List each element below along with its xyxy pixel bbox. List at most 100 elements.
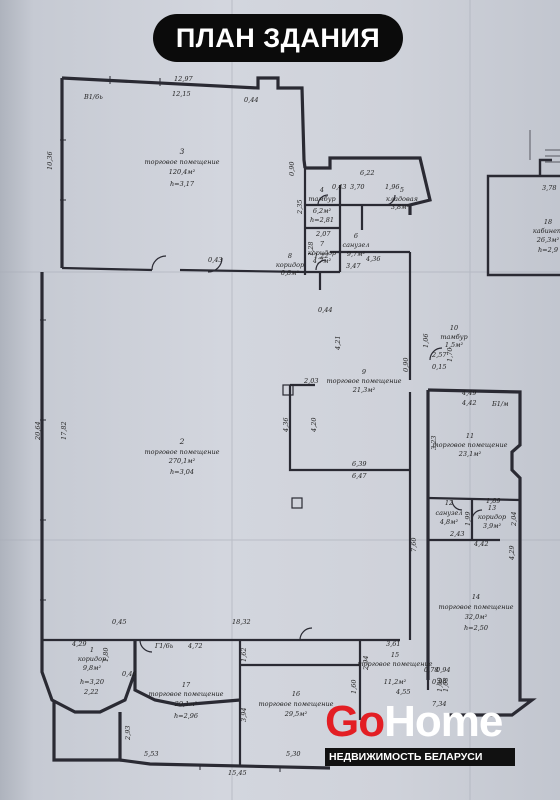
dim: 6,47 bbox=[352, 472, 367, 480]
dim: 17,82 bbox=[60, 421, 68, 440]
dim: 4,55 bbox=[395, 688, 410, 696]
room-1-area: 9,8м² bbox=[83, 664, 102, 672]
logo-wordmark: GoHome bbox=[325, 700, 515, 744]
room-2-height: h=3,04 bbox=[170, 468, 194, 476]
room-14-height: h=2,50 bbox=[464, 624, 488, 632]
dim: 3,78 bbox=[542, 184, 556, 192]
dim: 3,47 bbox=[346, 262, 361, 270]
dim: 2,35 bbox=[296, 200, 304, 215]
room-11-area: 23,1м² bbox=[458, 450, 482, 458]
room-3-area: 120,4м² bbox=[169, 168, 196, 176]
dim: 3,94 bbox=[240, 708, 248, 722]
room-15-area: 11,2м² bbox=[384, 678, 407, 686]
room-12-name: санузел bbox=[435, 509, 462, 517]
room-6-num: 6 bbox=[354, 232, 358, 240]
dim: 4,72 bbox=[187, 642, 202, 650]
room-9-area: 21,3м² bbox=[352, 386, 376, 394]
room-4-name: тамбур bbox=[308, 195, 336, 203]
room-10-area: 1,5м² bbox=[445, 341, 464, 349]
room-18-area: 26,3м² bbox=[536, 236, 560, 244]
room-1-name: коридор bbox=[78, 655, 107, 663]
dim: 6,22 bbox=[360, 169, 374, 177]
dim: 1,06 bbox=[422, 334, 430, 348]
room-6-area: 9,7м² bbox=[347, 250, 366, 258]
room-12-area: 4,8м² bbox=[439, 518, 459, 526]
room-8-area: 0,8м² bbox=[281, 269, 300, 277]
room-13-name: коридор bbox=[478, 513, 507, 521]
room-5-name: кладовая bbox=[386, 195, 418, 203]
dim: 4,29 bbox=[508, 546, 516, 561]
room-4-num: 4 bbox=[319, 186, 324, 194]
mark-b1: В1/6ь bbox=[83, 93, 103, 101]
dim: 15,45 bbox=[228, 769, 247, 777]
logo-subtitle: НЕДВИЖИМОСТЬ БЕЛАРУСИ bbox=[325, 748, 515, 766]
dim: 4,36 bbox=[365, 255, 380, 263]
logo-go: Go bbox=[325, 697, 385, 746]
dim: 3,23 bbox=[430, 436, 438, 450]
logo-home: Home bbox=[384, 697, 503, 746]
room-1-height: h=3,20 bbox=[80, 678, 104, 686]
dim: 18,32 bbox=[232, 618, 251, 626]
dim: 0,90 bbox=[402, 358, 410, 372]
room-18-name: кабинет bbox=[533, 227, 560, 235]
dim: 0,46 bbox=[122, 670, 136, 678]
dim: 2,93 bbox=[124, 726, 132, 741]
room-3-num: 3 bbox=[180, 147, 185, 156]
dim: 1,28 bbox=[307, 242, 315, 256]
room-8-num: 8 bbox=[288, 252, 292, 260]
dim: 1,00 bbox=[436, 678, 444, 692]
dim: 10,36 bbox=[46, 151, 54, 170]
dim: 2,03 bbox=[303, 377, 318, 385]
dim: 1,70 bbox=[446, 348, 454, 362]
room-15-num: 15 bbox=[391, 651, 399, 659]
dim: 1,89 bbox=[486, 497, 500, 505]
dim: 7,60 bbox=[410, 538, 418, 552]
room-10-num: 10 bbox=[450, 324, 458, 332]
dim: 1,96 bbox=[385, 183, 399, 191]
room-14-name: торговое помещение bbox=[438, 603, 513, 611]
dim: 1,60 bbox=[350, 680, 358, 694]
room-7-name: коридор bbox=[308, 249, 337, 257]
dim: 0,44 bbox=[318, 306, 332, 314]
room-17-num: 17 bbox=[182, 681, 191, 689]
room-18-height: h=2,9 bbox=[538, 246, 558, 254]
dim: 4,42 bbox=[461, 399, 476, 407]
dim: 0,94 bbox=[436, 666, 450, 674]
room-9-num: 9 bbox=[362, 368, 366, 376]
mark-b11: Б1/м bbox=[491, 400, 509, 408]
room-16-num: 16 bbox=[292, 690, 300, 698]
room-17-height: h=2,96 bbox=[174, 712, 198, 720]
dim: 1,80 bbox=[102, 648, 110, 662]
dim: 0,96 bbox=[432, 678, 446, 686]
dim: 2,04 bbox=[510, 512, 518, 527]
room-16-name: торговое помещение bbox=[258, 700, 333, 708]
gohome-logo: GoHome НЕДВИЖИМОСТЬ БЕЛАРУСИ bbox=[325, 700, 515, 766]
room-3-name: торговое помещение bbox=[144, 158, 219, 166]
dim: 5,53 bbox=[144, 750, 158, 758]
room-14-num: 14 bbox=[472, 593, 480, 601]
room-16-area: 29,5м² bbox=[284, 710, 308, 718]
dim: 7,34 bbox=[432, 700, 446, 708]
dim: 3,61 bbox=[386, 640, 400, 648]
dim: 0,90 bbox=[288, 162, 296, 176]
dim: 1,99 bbox=[464, 512, 472, 526]
dim: 0,78 bbox=[424, 666, 438, 674]
dim: 4,29 bbox=[71, 640, 86, 648]
room-4-height: h=2,81 bbox=[310, 216, 334, 224]
room-3-height: h=3,17 bbox=[170, 180, 195, 188]
room-6-name: санузел bbox=[342, 241, 369, 249]
room-5-num: 5 bbox=[400, 186, 404, 194]
dim: 0,43 bbox=[208, 256, 222, 264]
dim: 4,42 bbox=[473, 540, 488, 548]
dim: 12,97 bbox=[174, 75, 193, 83]
dim: 0,43 bbox=[332, 183, 346, 191]
room-13-area: 3,9м² bbox=[483, 522, 502, 530]
dim: 1,62 bbox=[240, 648, 248, 662]
room-13-num: 13 bbox=[488, 504, 496, 512]
dim: 20,64 bbox=[34, 421, 42, 441]
room-4-area: 6,2м² bbox=[313, 207, 332, 215]
room-2-area: 270,1м² bbox=[168, 457, 196, 465]
dim: 0,45 bbox=[112, 618, 126, 626]
dim: 0,44 bbox=[244, 96, 258, 104]
